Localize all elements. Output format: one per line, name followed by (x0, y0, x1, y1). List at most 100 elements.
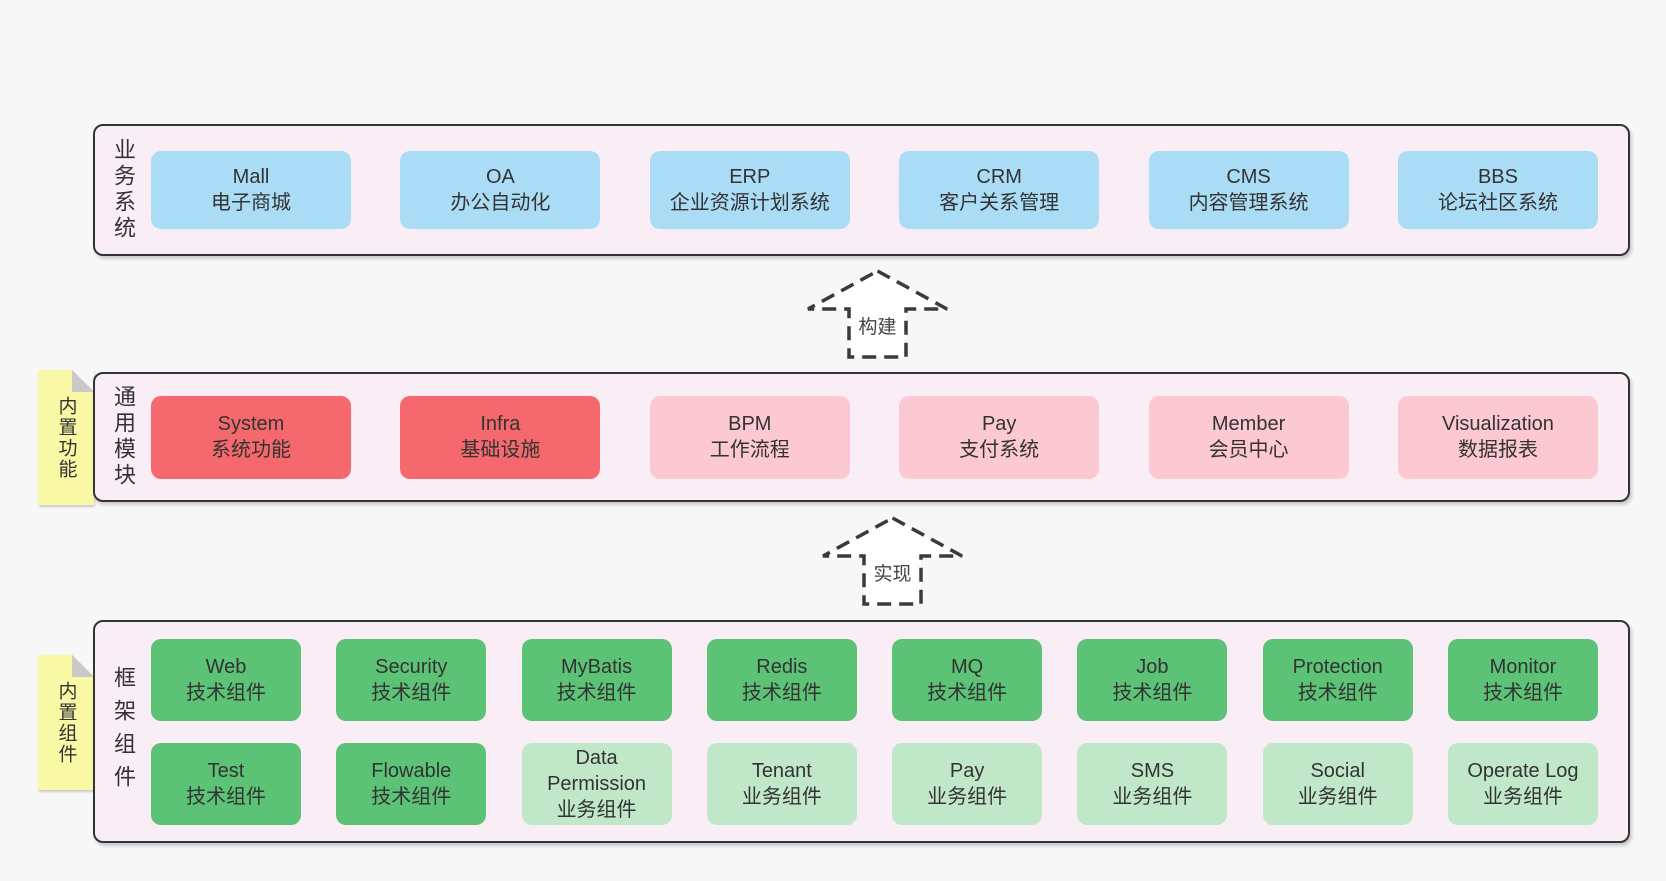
box-redis: Redis 技术组件 (706, 638, 857, 721)
box-subtitle: 业务组件 (556, 798, 637, 821)
box-protection: Protection 技术组件 (1262, 638, 1413, 721)
box-title: Job (1136, 655, 1169, 678)
common-modules-layer: 通用模块 System 系统功能 Infra 基础设施 BPM 工作流程 Pay… (93, 372, 1630, 502)
box-title: Security (375, 655, 448, 678)
box-subtitle: 数据报表 (1457, 439, 1538, 461)
box-web: Web 技术组件 (151, 638, 301, 721)
builtin-features-note-label: 内置功能 (55, 395, 77, 480)
box-subtitle: 技术组件 (741, 681, 822, 704)
framework-components-layer: 框架组件 Web 技术组件 Security 技术组件 MyBatis 技术组件… (93, 620, 1630, 843)
box-subtitle: 支付系统 (959, 439, 1040, 461)
box-subtitle: 业务组件 (1482, 785, 1563, 808)
business-layer-label-column: 业务系统 (95, 126, 151, 254)
box-security: Security 技术组件 (336, 638, 487, 721)
box-flowable: Flowable 技术组件 (336, 742, 487, 825)
box-subtitle: 业务组件 (927, 785, 1008, 808)
box-title: Mall (232, 166, 270, 188)
framework-components-grid: Web 技术组件 Security 技术组件 MyBatis 技术组件 Redi… (151, 622, 1628, 841)
builtin-features-note: 内置功能 (38, 370, 94, 505)
box-subtitle: 基础设施 (460, 439, 541, 461)
box-sms: SMS 业务组件 (1077, 742, 1228, 825)
folded-corner-icon (72, 655, 94, 677)
box-title: Redis (756, 655, 808, 678)
box-title: BBS (1477, 166, 1518, 188)
box-mall: Mall 电子商城 (151, 151, 351, 229)
box-subtitle: 系统功能 (211, 439, 291, 461)
box-title: BPM (728, 413, 772, 435)
box-subtitle: 内容管理系统 (1188, 192, 1309, 214)
box-subtitle: 技术组件 (186, 681, 266, 704)
components-layer-label-column: 框架组件 (95, 622, 151, 841)
box-system: System 系统功能 (151, 395, 351, 479)
box-subtitle: 业务组件 (1297, 785, 1378, 808)
box-member: Member 会员中心 (1148, 395, 1349, 479)
box-title: Flowable (371, 759, 452, 782)
builtin-components-note-label: 内置组件 (55, 680, 77, 765)
box-title: Pay (949, 759, 985, 782)
box-data-permission: Data Permission 业务组件 (521, 742, 672, 825)
box-title: Protection (1292, 655, 1383, 678)
modules-layer-label: 通用模块 (111, 385, 136, 489)
box-title: MQ (951, 655, 984, 678)
box-job: Job 技术组件 (1077, 638, 1228, 721)
box-subtitle: 技术组件 (927, 681, 1008, 704)
box-pay: Pay 业务组件 (892, 742, 1043, 825)
box-subtitle: 技术组件 (1112, 681, 1193, 704)
box-title: Data Permission (547, 746, 647, 795)
box-tenant: Tenant 业务组件 (706, 742, 857, 825)
box-subtitle: 技术组件 (556, 681, 637, 704)
box-infra: Infra 基础设施 (400, 395, 601, 479)
box-subtitle: 办公自动化 (450, 192, 551, 214)
box-title: Pay (981, 413, 1017, 435)
box-subtitle: 企业资源计划系统 (669, 192, 830, 214)
box-title: OA (485, 166, 515, 188)
box-subtitle: 技术组件 (371, 785, 452, 808)
box-mq: MQ 技术组件 (892, 638, 1043, 721)
box-pay: Pay 支付系统 (899, 395, 1100, 479)
box-title: System (217, 413, 285, 435)
box-erp: ERP 企业资源计划系统 (649, 151, 850, 229)
box-subtitle: 客户关系管理 (939, 192, 1060, 214)
box-crm: CRM 客户关系管理 (899, 151, 1100, 229)
box-operate-log: Operate Log 业务组件 (1447, 742, 1598, 825)
box-title: Test (207, 759, 245, 782)
common-modules-row: System 系统功能 Infra 基础设施 BPM 工作流程 Pay 支付系统… (151, 374, 1628, 500)
components-row-1: Web 技术组件 Security 技术组件 MyBatis 技术组件 Redi… (151, 638, 1598, 721)
box-title: SMS (1130, 759, 1175, 782)
box-subtitle: 电子商城 (211, 192, 291, 214)
box-title: CMS (1226, 166, 1271, 188)
box-subtitle: 工作流程 (709, 439, 790, 461)
box-title: MyBatis (561, 655, 633, 678)
box-title: Visualization (1441, 413, 1554, 435)
components-row-2: Test 技术组件 Flowable 技术组件 Data Permission … (151, 742, 1598, 825)
box-subtitle: 技术组件 (1482, 681, 1563, 704)
modules-layer-label-column: 通用模块 (95, 374, 151, 500)
business-systems-row: Mall 电子商城 OA 办公自动化 ERP 企业资源计划系统 CRM 客户关系… (151, 126, 1628, 254)
box-subtitle: 业务组件 (1112, 785, 1193, 808)
folded-corner-icon (72, 370, 94, 392)
box-title: ERP (729, 166, 771, 188)
box-subtitle: 业务组件 (741, 785, 822, 808)
build-arrow: 构建 (805, 268, 950, 360)
components-layer-label: 框架组件 (111, 665, 136, 798)
box-subtitle: 技术组件 (371, 681, 452, 704)
box-cms: CMS 内容管理系统 (1148, 151, 1349, 229)
box-subtitle: 论坛社区系统 (1437, 192, 1558, 214)
box-subtitle: 技术组件 (1297, 681, 1378, 704)
business-systems-layer: 业务系统 Mall 电子商城 OA 办公自动化 ERP 企业资源计划系统 CRM… (93, 124, 1630, 256)
box-title: Monitor (1489, 655, 1557, 678)
box-title: Member (1211, 413, 1286, 435)
implement-arrow: 实现 (820, 515, 965, 607)
box-title: Web (205, 655, 247, 678)
box-oa: OA 办公自动化 (400, 151, 601, 229)
box-test: Test 技术组件 (151, 742, 301, 825)
box-visualization: Visualization 数据报表 (1397, 395, 1598, 479)
box-title: CRM (976, 166, 1022, 188)
box-title: Tenant (751, 759, 812, 782)
box-subtitle: 会员中心 (1208, 439, 1289, 461)
box-mybatis: MyBatis 技术组件 (521, 638, 672, 721)
builtin-components-note: 内置组件 (38, 655, 94, 790)
business-layer-label: 业务系统 (111, 138, 136, 242)
box-monitor: Monitor 技术组件 (1447, 638, 1598, 721)
